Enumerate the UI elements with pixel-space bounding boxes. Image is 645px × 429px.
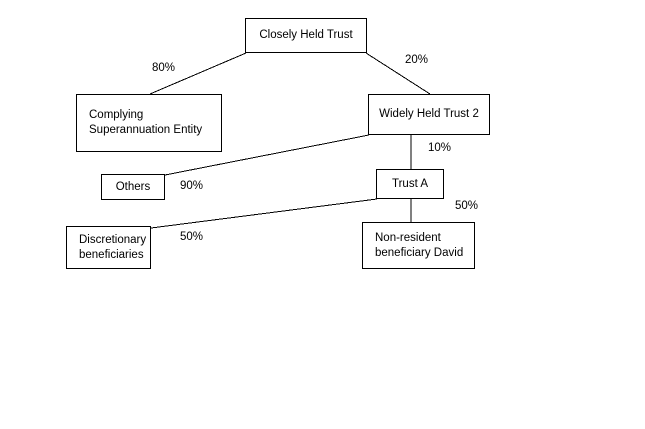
node-label-discretionary-beneficiaries: Discretionary: [79, 233, 147, 246]
node-trust-a[interactable]: Trust A: [376, 169, 444, 199]
node-label-complying-superannuation-entity: Complying: [89, 109, 144, 121]
node-label-others: Others: [115, 180, 151, 193]
node-label-non-resident-beneficiary-david: Non-resident: [375, 231, 441, 244]
node-label-trust-a: Trust A: [392, 177, 428, 190]
node-widely-held-trust-2[interactable]: Widely Held Trust 2: [368, 94, 490, 135]
edge-closely-to-complying: [149, 52, 247, 95]
node-label-non-resident-beneficiary-david: beneficiary David: [375, 246, 464, 259]
node-label-discretionary-beneficiaries: beneficiaries: [79, 248, 144, 261]
edge-label-label-50-right: 50%: [455, 200, 479, 212]
edge-trust-a-to-discretionary: [150, 198, 378, 229]
node-closely-held-trust[interactable]: Closely Held Trust: [245, 18, 367, 53]
node-label-widely-held-trust-2: Widely Held Trust 2: [379, 108, 479, 120]
edge-label-label-50-left: 50%: [180, 231, 204, 243]
node-label-complying-superannuation-entity: Superannuation Entity: [89, 124, 203, 136]
node-discretionary-beneficiaries[interactable]: Discretionary beneficiaries: [66, 226, 151, 269]
edge-widely-to-others: [164, 134, 370, 176]
edge-closely-to-widely: [365, 52, 431, 95]
edge-label-label-10: 10%: [428, 142, 452, 154]
node-non-resident-beneficiary-david[interactable]: Non-resident beneficiary David: [362, 222, 475, 269]
node-others[interactable]: Others: [101, 174, 165, 200]
edge-label-label-80: 80%: [152, 62, 176, 74]
edge-label-label-20: 20%: [405, 54, 429, 66]
edge-label-label-90: 90%: [180, 180, 204, 192]
node-label-closely-held-trust: Closely Held Trust: [259, 29, 353, 41]
